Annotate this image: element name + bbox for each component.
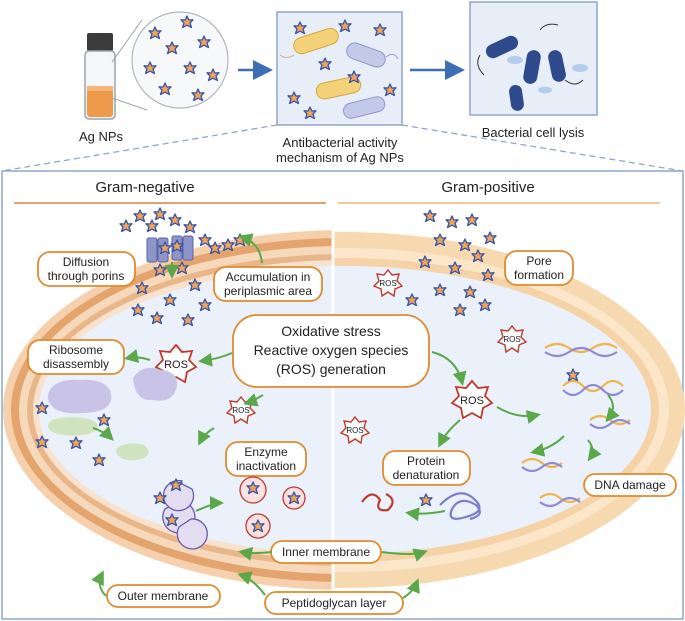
- ros-burst-icon: ROS: [340, 416, 370, 444]
- mechanism-label-line1: Antibacterial activity: [283, 135, 398, 150]
- protein-label: Protein denaturation: [382, 450, 471, 486]
- green-arrows: [91, 233, 620, 599]
- ros-burst-icon: ROS: [226, 396, 256, 424]
- svg-text:ROS: ROS: [503, 335, 520, 344]
- nanoparticle-zoom-circle: [131, 11, 229, 109]
- svg-text:formation: formation: [514, 268, 564, 282]
- svg-text:ROS: ROS: [346, 426, 363, 435]
- mechanism-label-line2: mechanism of Ag NPs: [276, 150, 404, 165]
- peptidoglycan-label: Peptidoglycan layer: [264, 591, 404, 615]
- svg-text:Ribosome: Ribosome: [49, 343, 103, 357]
- svg-text:through porins: through porins: [48, 269, 125, 283]
- svg-text:Enzyme: Enzyme: [244, 445, 288, 459]
- gram-positive-header: Gram-positive: [441, 179, 534, 196]
- mechanism-box: [276, 11, 403, 126]
- svg-text:disassembly: disassembly: [43, 357, 109, 371]
- diffusion-label: Diffusion through porins: [37, 251, 136, 287]
- svg-text:ROS: ROS: [379, 279, 396, 288]
- gram-negative-header: Gram-negative: [95, 179, 194, 196]
- svg-text:denaturation: denaturation: [393, 468, 460, 482]
- ribosome-icon: [47, 367, 178, 461]
- protein-icon: [361, 492, 481, 521]
- dna-icon: [521, 342, 631, 508]
- ros-burst-icon: ROS: [373, 269, 403, 297]
- svg-text:DNA damage: DNA damage: [594, 478, 666, 492]
- svg-text:(ROS) generation: (ROS) generation: [276, 361, 386, 377]
- lysed-bacterium-icon: [477, 23, 588, 111]
- svg-text:Outer membrane: Outer membrane: [118, 589, 209, 603]
- svg-text:Reactive oxygen species: Reactive oxygen species: [254, 342, 409, 358]
- svg-text:ROS: ROS: [232, 406, 249, 415]
- svg-text:Inner membrane: Inner membrane: [282, 545, 370, 559]
- vial-icon: [84, 33, 116, 120]
- ros-burst-icon: ROS: [155, 344, 197, 383]
- svg-text:inactivation: inactivation: [236, 459, 296, 473]
- lysis-box: [469, 1, 598, 116]
- ros-burst-icon: ROS: [497, 325, 527, 353]
- pore-label: Pore formation: [504, 250, 574, 286]
- accumulation-label: Accumulation in periplasmic area: [213, 266, 323, 302]
- inner-membrane-label: Inner membrane: [270, 540, 382, 564]
- ros-burst-icon: ROS: [451, 380, 493, 419]
- svg-text:Protein: Protein: [407, 454, 445, 468]
- svg-text:periplasmic area: periplasmic area: [224, 284, 312, 298]
- svg-text:Peptidoglycan layer: Peptidoglycan layer: [282, 596, 387, 610]
- outer-membrane-label: Outer membrane: [106, 584, 221, 608]
- svg-text:ROS: ROS: [164, 359, 188, 371]
- lysis-label: Bacterial cell lysis: [482, 125, 585, 140]
- svg-text:Oxidative stress: Oxidative stress: [281, 323, 381, 339]
- ribosome-label: Ribosome disassembly: [27, 339, 125, 375]
- svg-text:Accumulation in: Accumulation in: [226, 270, 311, 284]
- ag-nps-label: Ag NPs: [79, 129, 124, 144]
- dna-damage-label: DNA damage: [583, 473, 677, 497]
- svg-text:Diffusion: Diffusion: [63, 255, 109, 269]
- center-label: Oxidative stress Reactive oxygen species…: [232, 314, 430, 388]
- enzyme-icon: [162, 476, 306, 550]
- enzyme-label: Enzyme inactivation: [225, 441, 307, 477]
- svg-text:ROS: ROS: [460, 395, 484, 407]
- svg-text:Pore: Pore: [526, 254, 552, 268]
